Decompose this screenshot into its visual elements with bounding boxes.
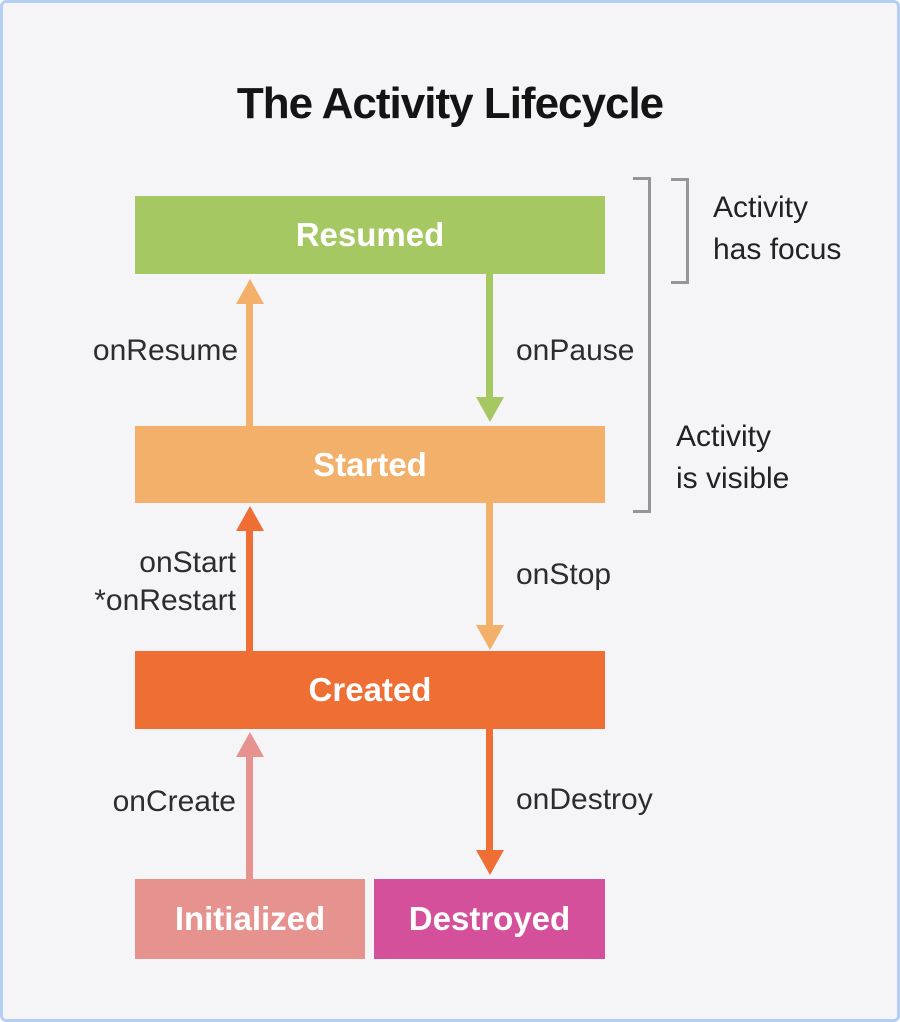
- oncreate-arrow-line: [246, 755, 253, 880]
- onpause-arrow-line: [486, 274, 493, 398]
- transition-label-onstop: onStop: [516, 558, 612, 591]
- state-label-started: Started: [313, 445, 427, 483]
- state-label-initialized: Initialized: [174, 900, 326, 937]
- transition-label-ondestroy: onDestroy: [516, 783, 653, 816]
- onstart-arrow-line: [246, 529, 253, 652]
- onresume-arrow-line: [246, 302, 253, 426]
- annotation-activity-has-focus: Activity has focus: [713, 187, 841, 271]
- transition-label-onrestart-line2: *onRestart: [94, 584, 236, 617]
- onresume-arrow-icon: [236, 279, 264, 304]
- bracket-activity-visible: [633, 177, 651, 513]
- transition-label-onpause: onPause: [516, 334, 635, 367]
- state-label-destroyed: Destroyed: [408, 900, 571, 937]
- annotation-activity-is-visible: Activity is visible: [676, 416, 789, 500]
- diagram-title: The Activity Lifecycle: [236, 79, 664, 128]
- state-box-created: Created: [135, 651, 605, 729]
- onstop-arrow-line: [486, 502, 493, 626]
- ondestroy-arrow-icon: [476, 850, 504, 875]
- bracket-activity-has-focus: [671, 178, 689, 284]
- state-label-created: Created: [308, 671, 432, 708]
- transition-label-oncreate: onCreate: [112, 785, 236, 818]
- state-box-resumed: Resumed: [135, 196, 605, 274]
- transition-label-onresume: onResume: [92, 334, 238, 367]
- transition-label-onstart-line1: onStart: [139, 546, 236, 579]
- state-box-started: Started: [135, 426, 605, 503]
- transition-label-onstart: onStart *onRestart: [18, 544, 236, 620]
- ondestroy-arrow-line: [486, 728, 493, 851]
- state-label-resumed: Resumed: [295, 216, 445, 253]
- onstart-arrow-icon: [236, 506, 264, 531]
- onstop-arrow-icon: [476, 625, 504, 650]
- state-box-initialized: Initialized: [135, 879, 365, 959]
- oncreate-arrow-icon: [236, 732, 264, 757]
- annotation-visible-line2: is visible: [676, 462, 790, 495]
- state-box-destroyed: Destroyed: [374, 879, 605, 959]
- onpause-arrow-icon: [476, 397, 504, 422]
- annotation-visible-line1: Activity: [676, 420, 772, 453]
- annotation-focus-line2: has focus: [713, 233, 842, 266]
- annotation-focus-line1: Activity: [713, 191, 809, 224]
